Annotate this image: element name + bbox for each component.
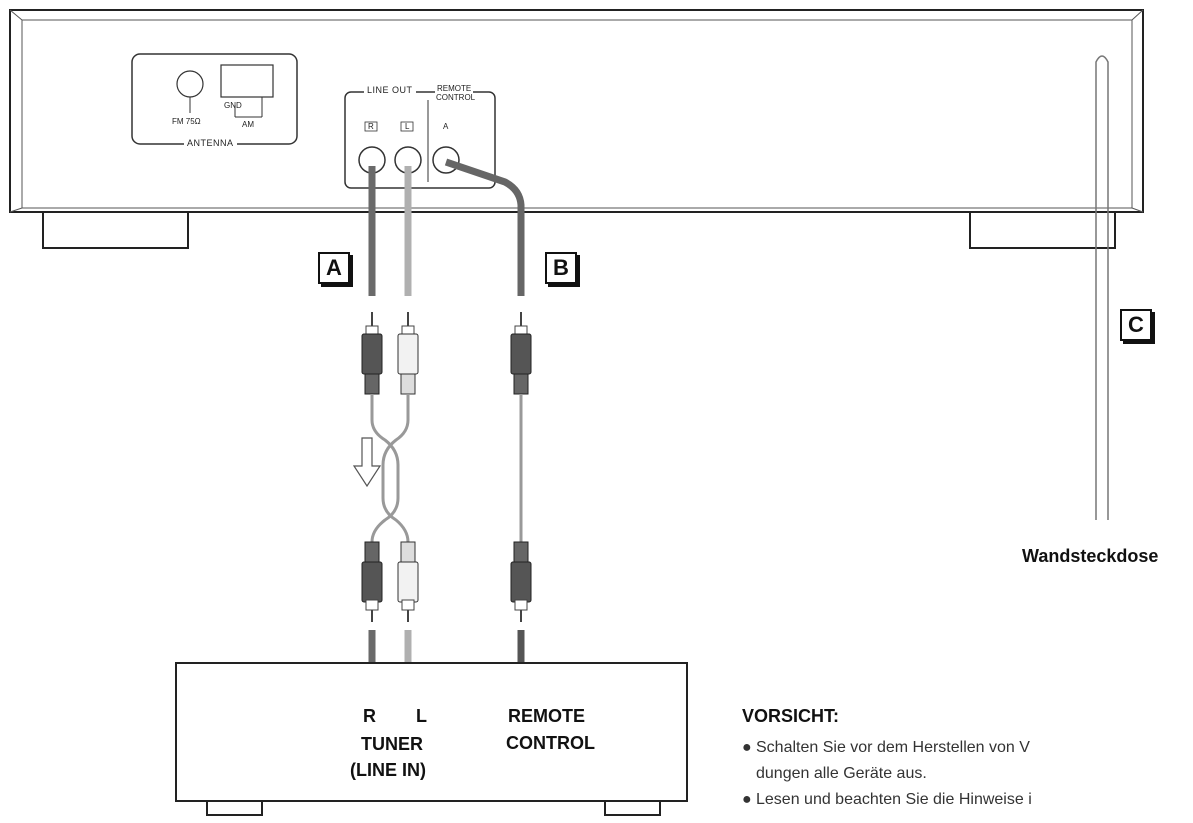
- antenna-panel: [131, 53, 298, 145]
- line-out-label: LINE OUT: [364, 85, 416, 95]
- rca-plug-r-bottom: [361, 541, 383, 622]
- device-foot-right: [969, 211, 1116, 249]
- tuner-r-label: R: [363, 706, 376, 726]
- rca-plug-r-top: [361, 312, 383, 395]
- rca-plug-l-bottom: [397, 541, 419, 622]
- tuner-device: [175, 662, 688, 816]
- rca-plug-remote-top: [510, 312, 532, 395]
- jack-r-label: R: [368, 122, 374, 131]
- caution-item-2: ●Lesen und beachten Sie die Hinweise i: [742, 791, 1032, 808]
- tuner-input-label: (LINE IN): [350, 760, 426, 780]
- arrow-down-icon: [352, 437, 382, 488]
- tuner-l-label: L: [416, 706, 427, 726]
- callout-a: A: [318, 252, 350, 284]
- tuner-remote-label-1: REMOTE: [508, 706, 586, 726]
- remote-control-label-1: REMOTE: [435, 84, 474, 93]
- twin-wire-r: [370, 394, 400, 543]
- callout-b: B: [545, 252, 577, 284]
- outlet-label: Wandsteckdose: [1022, 546, 1159, 566]
- twin-wire-l: [381, 394, 410, 543]
- gnd-label: GND: [224, 101, 242, 110]
- rca-plug-remote-bottom: [510, 541, 532, 622]
- antenna-label: ANTENNA: [184, 138, 237, 148]
- caution-item-1-cont: dungen alle Geräte aus.: [756, 765, 927, 782]
- remote-control-label-2: CONTROL: [434, 93, 478, 102]
- device-foot-left: [42, 211, 189, 249]
- jack-a-label: A: [443, 122, 449, 131]
- caution-title: VORSICHT:: [742, 706, 840, 726]
- callout-c: C: [1120, 309, 1152, 341]
- jack-l-label: L: [405, 122, 410, 131]
- am-label: AM: [242, 120, 254, 129]
- tuner-name-label: TUNER: [361, 734, 423, 754]
- caution-item-1: ●Schalten Sie vor dem Herstellen von V: [742, 739, 1030, 756]
- cable-remote-upper: [444, 158, 525, 296]
- rca-plug-l-top: [397, 312, 419, 395]
- power-cable: [1095, 55, 1109, 520]
- tuner-remote-label-2: CONTROL: [506, 733, 595, 753]
- caution-block: VORSICHT: ●Schalten Sie vor dem Herstell…: [742, 706, 1193, 813]
- fm-label: FM 75Ω: [172, 117, 201, 126]
